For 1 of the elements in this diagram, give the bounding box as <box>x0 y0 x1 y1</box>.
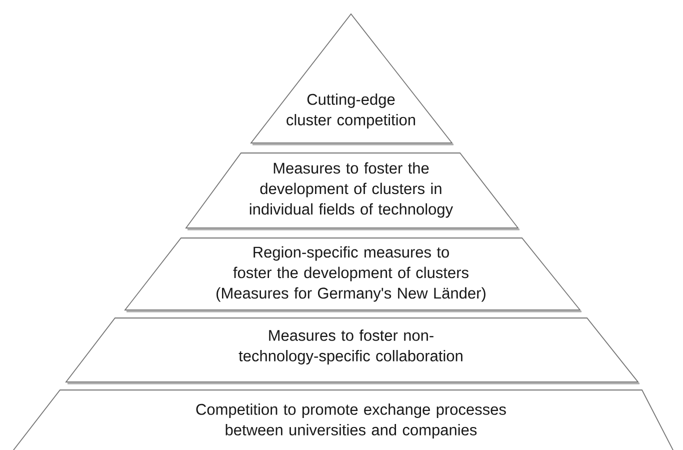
pyramid-tier: Competition to promote exchange processes between universities and companies <box>12 390 674 450</box>
